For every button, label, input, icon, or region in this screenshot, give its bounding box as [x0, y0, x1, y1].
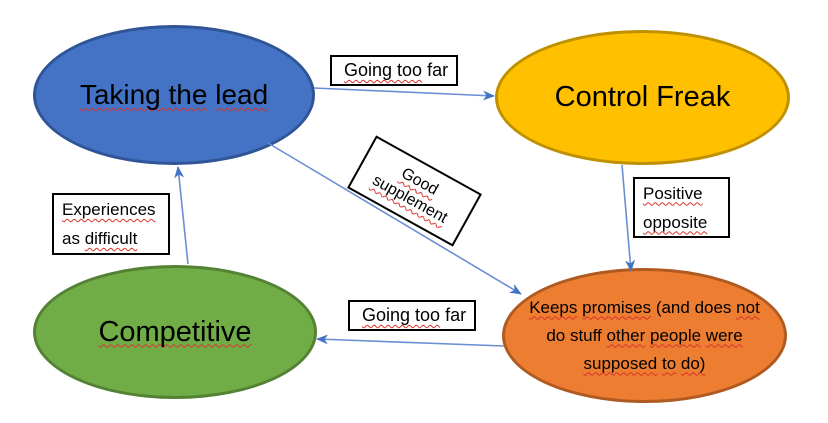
label-going-too-far-top: Going too far [330, 55, 458, 86]
arrow-keeps-promises-to-competitive [316, 334, 505, 347]
label-going-too-far-bottom-text: Going too far [362, 305, 467, 325]
node-taking-the-lead-label: Taking the lead [79, 79, 269, 110]
node-competitive-label: Competitive [98, 315, 252, 348]
node-competitive: Competitive [33, 265, 317, 399]
arrow-competitive-to-taking-lead [174, 166, 189, 265]
arrow-taking-lead-to-control-freak [313, 87, 495, 101]
label-going-too-far-bottom: Going too far [348, 300, 476, 331]
node-control-freak: Control Freak [495, 30, 790, 165]
arrow-control-freak-to-keeps-promises [621, 164, 636, 272]
label-going-too-far-top-text: Going too far [344, 60, 449, 80]
node-control-freak-label: Control Freak [554, 81, 731, 113]
node-taking-the-lead: Taking the lead [33, 25, 315, 165]
